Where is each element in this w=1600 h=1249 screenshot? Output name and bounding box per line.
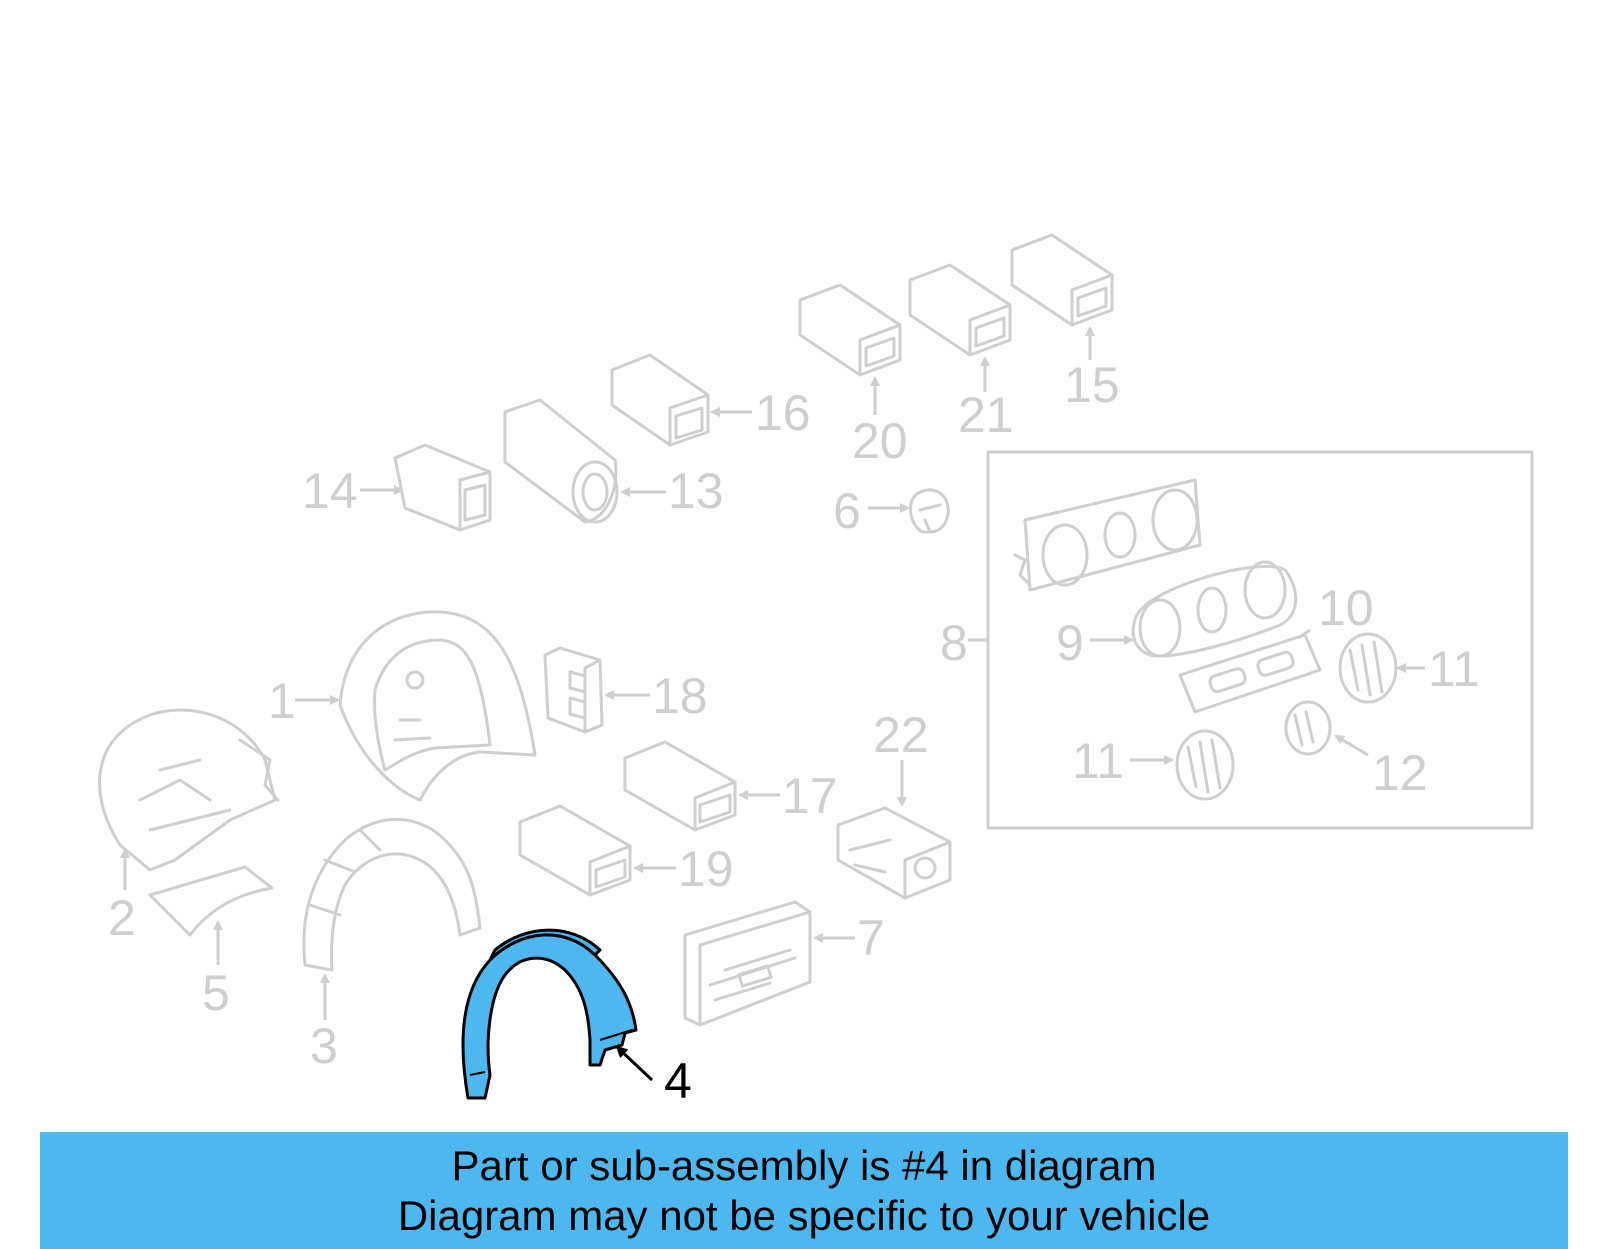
part-3-inner-cowl (302, 817, 482, 972)
part-15-switch (1010, 233, 1114, 327)
callout-11-lower: 11 (1072, 733, 1124, 789)
part-22-switch (836, 806, 952, 900)
callout-13: 13 (668, 463, 724, 519)
callout-11-right: 11 (1428, 641, 1480, 697)
callout-15: 15 (1064, 357, 1120, 413)
callout-12: 12 (1372, 745, 1428, 801)
callout-10: 10 (1318, 580, 1374, 636)
part-4-cover-highlighted (461, 928, 638, 1100)
callout-16: 16 (755, 385, 811, 441)
callout-9: 9 (1056, 615, 1084, 671)
callout-6: 6 (833, 483, 861, 539)
callout-21: 21 (958, 387, 1014, 443)
part-21-switch (908, 263, 1012, 357)
callout-3: 3 (310, 1018, 338, 1074)
banner-line-1: Part or sub-assembly is #4 in diagram (451, 1141, 1157, 1189)
callout-14: 14 (302, 463, 358, 519)
part-5-lens (148, 865, 274, 937)
part-6-clip (908, 488, 950, 534)
part-11-knob-right (1338, 632, 1398, 704)
callout-8: 8 (940, 615, 968, 671)
part-16-switch (610, 353, 710, 447)
banner-line-2: Diagram may not be specific to your vehi… (397, 1191, 1211, 1239)
info-banner: Part or sub-assembly is #4 in diagram Di… (40, 1132, 1568, 1249)
part-10-switch-panel (1178, 633, 1322, 714)
part-14-switch (393, 443, 492, 532)
part-13-knob-switch (503, 398, 619, 524)
callout-20: 20 (852, 413, 908, 469)
callout-7: 7 (857, 910, 885, 966)
part-11-knob-lower (1175, 729, 1235, 801)
part-12-small-knob (1284, 700, 1332, 756)
part-20-switch (798, 283, 902, 377)
callout-4: 4 (664, 1053, 692, 1109)
callout-1: 1 (268, 673, 296, 729)
callout-19: 18 (652, 668, 708, 724)
part-17-switch (623, 740, 737, 832)
callout-5: 5 (202, 965, 230, 1021)
part-7-control-panel (683, 900, 812, 1027)
part-1-instrument-cluster (338, 610, 537, 802)
callout-2: 2 (108, 890, 136, 946)
part-2-bezel (98, 708, 280, 872)
part-18-switch (518, 804, 632, 897)
part-8-climate-housing (1013, 478, 1202, 592)
part-9-trim-bezel (1131, 560, 1298, 658)
callout-17: 17 (782, 768, 838, 824)
part-19-switch (543, 646, 604, 734)
callout-18: 19 (678, 841, 734, 897)
callout-22: 22 (873, 707, 929, 763)
